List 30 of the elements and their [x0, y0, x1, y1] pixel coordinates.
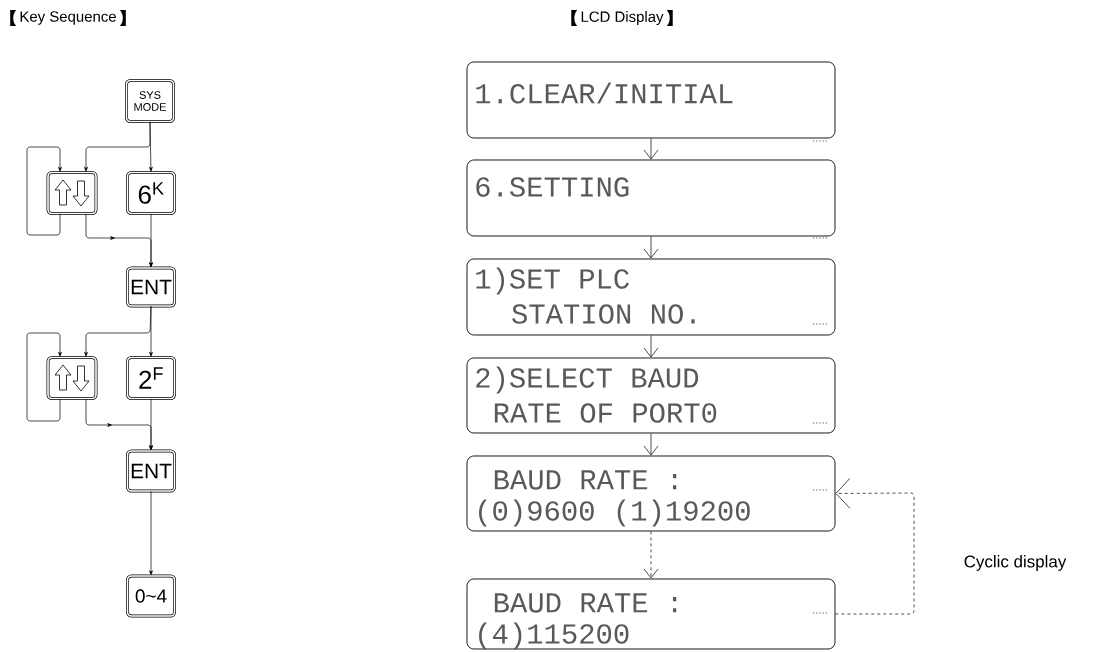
arrow-key-button [46, 356, 98, 400]
lcd-screen: BAUD RATE : (0)9600 (1)19200 [466, 455, 836, 532]
arrow [643, 236, 659, 259]
lcd-screen: 6.SETTING [466, 159, 836, 239]
arrow [643, 335, 659, 358]
arrow [149, 121, 153, 172]
arrow [149, 213, 153, 267]
arrow [835, 478, 915, 615]
arrow [643, 433, 659, 456]
lcd-screen: 1.CLEAR/INITIAL [466, 61, 836, 142]
key-button: 2$^{F}$ [126, 356, 176, 400]
arrow [643, 138, 659, 160]
arrow [149, 306, 153, 357]
section-heading: Key Sequence [10, 10, 126, 26]
lcd-screen: 1)SET PLC STATION NO. [466, 258, 836, 336]
lcd-screen: 2)SELECT BAUD RATE OF PORT0 [466, 357, 836, 434]
arrow [26, 146, 62, 236]
arrow-key-button [46, 171, 98, 215]
key-button: 6$^{K}$ [126, 171, 176, 215]
arrow [26, 332, 62, 422]
arrow [149, 398, 153, 450]
section-heading: LCD Display [571, 10, 673, 26]
edge-label: Cyclic display [962, 554, 1068, 572]
lcd-screen: BAUD RATE : (4)115200 [466, 578, 836, 650]
arrow [643, 531, 659, 579]
key-button: ENT [126, 266, 176, 308]
key-button: SYS MODE [125, 79, 175, 123]
key-button: ENT [126, 449, 176, 493]
key-button: 0~4 [126, 574, 176, 618]
arrow [149, 491, 153, 575]
